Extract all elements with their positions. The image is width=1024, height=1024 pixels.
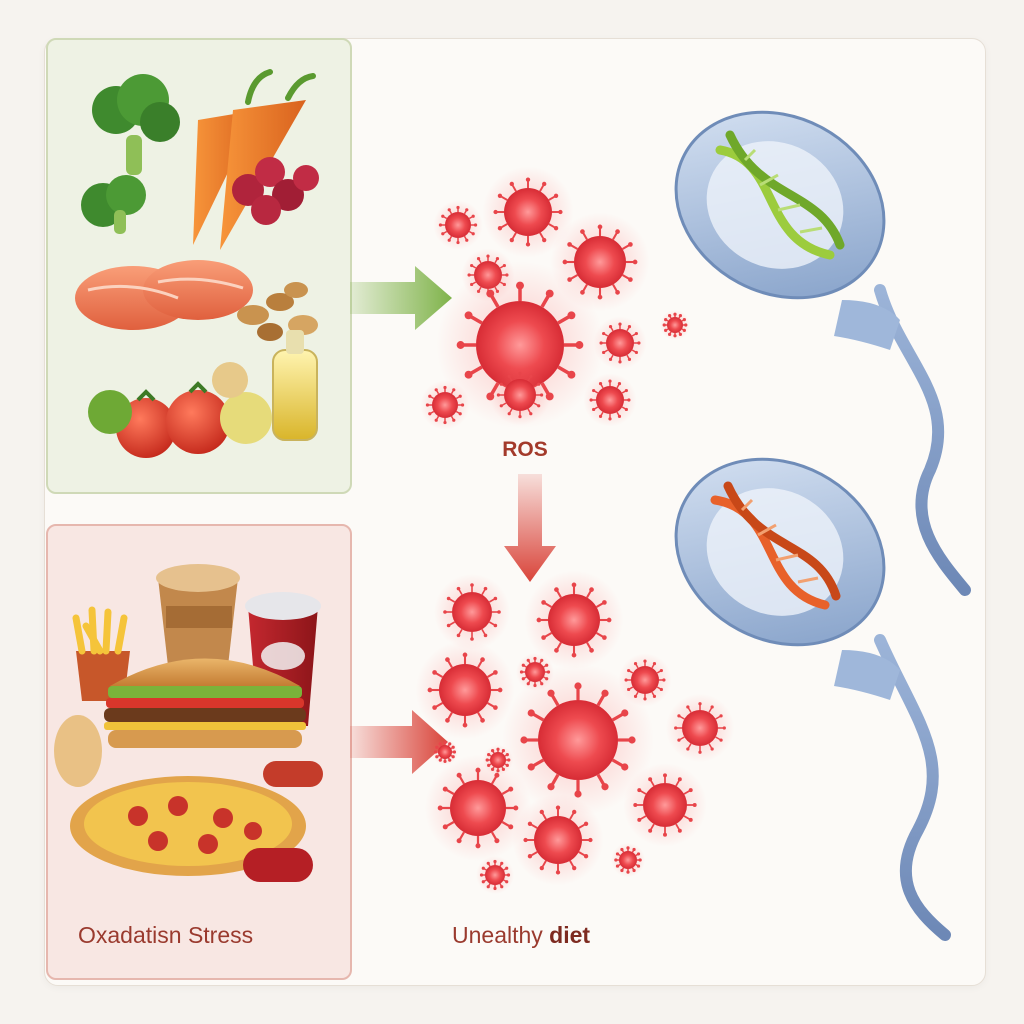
healthy-arrow <box>350 266 452 330</box>
ros-particle-icon <box>512 794 604 886</box>
sperm-damaged-dna-icon <box>674 457 951 941</box>
ros-particle-icon <box>524 570 624 670</box>
healthy-food-panel <box>46 38 352 494</box>
ros-particle-icon <box>489 364 551 426</box>
ros-cluster-bottom <box>415 570 735 894</box>
tomato-icon <box>88 381 230 458</box>
unhealthy-food-panel <box>46 524 352 980</box>
ros-particle-icon <box>623 763 707 847</box>
ros-particle-icon <box>431 738 459 766</box>
ros-cluster-top <box>420 166 691 430</box>
ros-particle-icon <box>415 640 515 740</box>
ros-particle-icon <box>593 316 647 370</box>
apple-icon <box>212 362 272 444</box>
ros-particle-icon <box>583 373 637 427</box>
unhealthy-arrow <box>350 710 448 774</box>
oxidative-stress-label: Oxadatisn Stress <box>78 922 254 948</box>
coffee-cup-icon <box>156 564 240 666</box>
diet-label-bold: diet <box>549 922 591 948</box>
ros-particle-icon <box>433 200 483 250</box>
diet-label-prefix: Unealthy <box>452 922 550 948</box>
ros-particle-icon <box>434 574 510 650</box>
down-arrow <box>504 474 556 582</box>
sausage-icon <box>243 761 323 882</box>
ros-particle-icon <box>424 754 532 862</box>
broccoli-icon <box>81 74 180 234</box>
ros-particle-icon <box>482 166 574 258</box>
ros-particle-icon <box>659 309 691 341</box>
ros-particle-icon <box>610 842 646 878</box>
salmon-icon <box>75 260 253 330</box>
ros-particle-icon <box>502 664 654 816</box>
ros-particle-icon <box>420 380 470 430</box>
ros-particle-icon <box>482 744 514 776</box>
ros-particle-icon <box>476 856 514 894</box>
sperm-healthy-dna-icon <box>674 110 971 596</box>
pizza-icon <box>54 715 306 876</box>
nuts-icon <box>237 282 318 341</box>
ros-label: ROS <box>502 438 548 461</box>
unhealthy-diet-label: Unealthy diet <box>452 922 712 949</box>
berry-icon <box>232 157 319 225</box>
olive-oil-icon <box>272 330 318 441</box>
burger-icon <box>104 658 306 748</box>
ros-particle-icon <box>665 693 735 763</box>
